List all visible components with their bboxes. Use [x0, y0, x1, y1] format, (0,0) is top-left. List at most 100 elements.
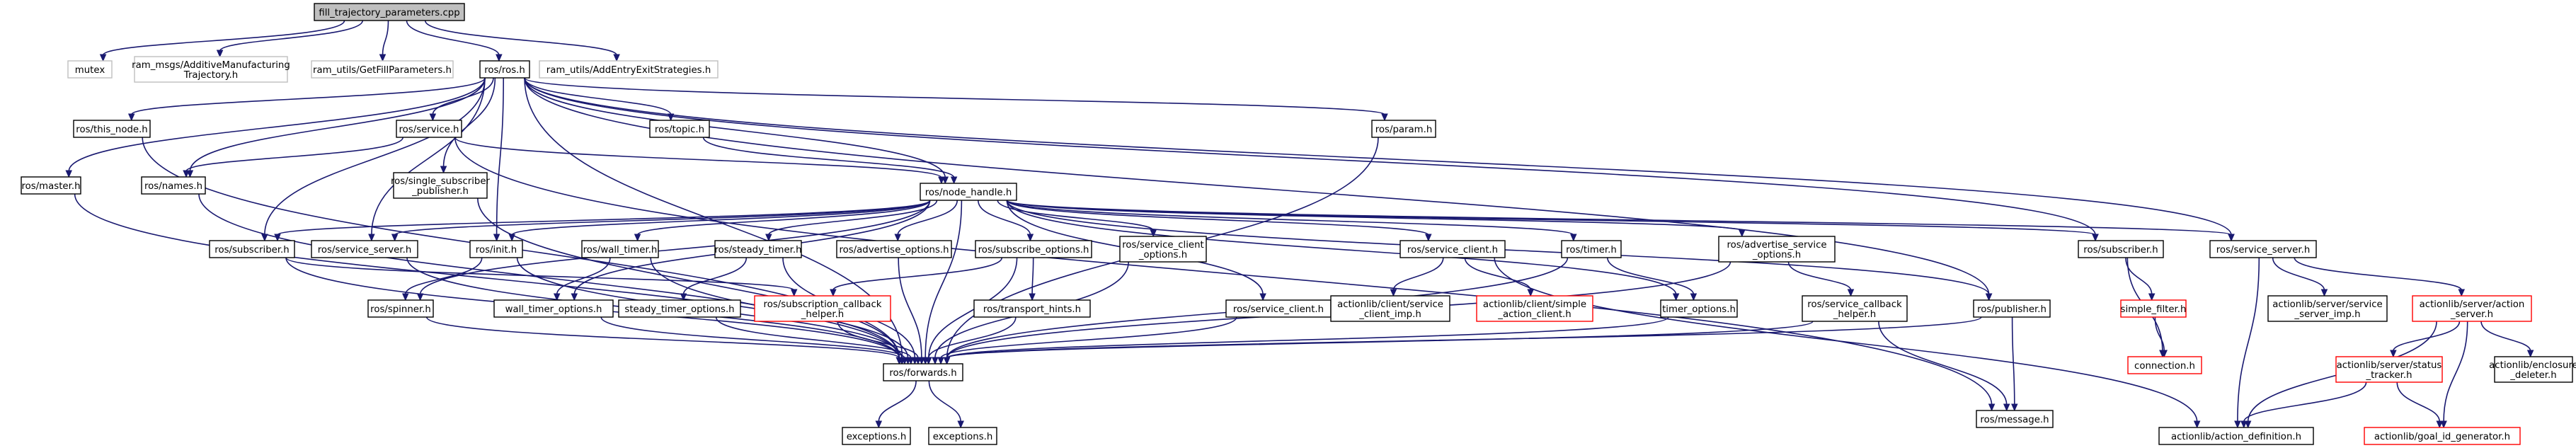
node-ram-utils-getfill[interactable]: ram_utils/GetFillParameters.h [311, 60, 454, 79]
edge-ros_node_handle-to-ros_forwards [925, 200, 963, 359]
edge-arrowhead [1690, 293, 1698, 301]
edge-ros_ros-to-ros_topic [524, 77, 672, 115]
edge-simple_filter-to-connection [2154, 316, 2165, 352]
edge-ros_subscription_callback_helper-to-ros_forwards [837, 321, 919, 359]
node-ros-publisher[interactable]: ros/publisher.h [1973, 299, 2051, 318]
edge-fill_trajectory_parameters_cpp-to-ram_utils_getfill [382, 20, 389, 56]
node-box [1399, 240, 1506, 258]
node-ros-transport-hints[interactable]: ros/transport_hints.h [973, 299, 1091, 318]
node-label: ram_msgs/AdditiveManufacturing [132, 60, 290, 71]
node-ros-service-client2[interactable]: ros/service_client.h [1399, 240, 1506, 258]
node-box [1561, 240, 1622, 258]
edge-ros_service-to-ros_node_handle [454, 137, 942, 178]
edge-arrowhead [401, 293, 409, 301]
node-ros-param[interactable]: ros/param.h [1371, 120, 1436, 138]
node-simple-filter[interactable]: simple_filter.h [2120, 299, 2187, 318]
node-ram-msgs-amt[interactable]: ram_msgs/AdditiveManufacturingTrajectory… [132, 56, 290, 83]
node-ros-advertise-options[interactable]: ros/advertise_options.h [836, 240, 952, 258]
node-label: ros/ros.h [484, 65, 525, 76]
node-label: ros/service_server.h [318, 245, 412, 255]
edge-arrowhead [2320, 289, 2328, 297]
edge-ros_node_handle-to-ros_service_server2 [1006, 200, 2232, 236]
edge-arrowhead [1381, 113, 1388, 122]
node-ros-service-server2[interactable]: ros/service_server.h [2209, 240, 2317, 258]
edge-arrowhead [938, 176, 945, 185]
node-ros-service-client-options[interactable]: ros/service_client_options.h [1119, 236, 1207, 263]
node-box [581, 240, 659, 258]
node-wall-timer-options[interactable]: wall_timer_options.h [493, 299, 614, 318]
node-ros-init[interactable]: ros/init.h [469, 240, 523, 258]
node-ros-timer[interactable]: ros/timer.h [1561, 240, 1622, 258]
edge-actionlib_server_action_server-to-actionlib_goal_id_generator [2443, 321, 2468, 423]
node-timer-options[interactable]: timer_options.h [1660, 299, 1738, 318]
edge-ros_node_handle-to-ros_advertise_options [897, 200, 958, 236]
node-ros-advertise-service-options[interactable]: ros/advertise_service_options.h [1718, 236, 1836, 263]
node-box [754, 295, 891, 322]
node-mutex[interactable]: mutex [67, 60, 113, 79]
node-ros-service-client[interactable]: ros/service_client.h [1225, 299, 1332, 318]
node-ros-ros[interactable]: ros/ros.h [479, 60, 530, 79]
node-ros-steady-timer[interactable]: ros/steady_timer.h [714, 240, 802, 258]
node-box [2127, 356, 2202, 374]
node-actionlib-server-action-server[interactable]: actionlib/server/action_server.h [2412, 295, 2532, 322]
edge-ros_ros-to-ros_node_handle [524, 77, 946, 178]
node-actionlib-enclosure-deleter[interactable]: actionlib/enclosure_deleter.h [2489, 356, 2576, 383]
node-box [975, 240, 1092, 258]
node-ros-subscription-callback-helper[interactable]: ros/subscription_callback_helper.h [754, 295, 891, 322]
node-ros-service-callback-helper[interactable]: ros/service_callback_helper.h [1802, 295, 1908, 322]
edge-arrowhead [1672, 293, 1680, 301]
node-label: _server_imp.h [2294, 309, 2360, 320]
edge-arrowhead [571, 293, 578, 301]
edge-steady_timer_options-to-ros_forwards [715, 316, 912, 359]
node-ros-names[interactable]: ros/names.h [141, 176, 206, 195]
node-box [928, 427, 997, 445]
node-exceptions1[interactable]: exceptions.h [842, 427, 911, 445]
node-ros-subscriber[interactable]: ros/subscriber.h [209, 240, 295, 258]
node-fill-trajectory-parameters-cpp[interactable]: fill_trajectory_parameters.cpp [314, 3, 465, 21]
node-ros-spinner[interactable]: ros/spinner.h [367, 299, 434, 318]
node-label: ros/steady_timer.h [714, 245, 801, 255]
node-ros-subscribe-options[interactable]: ros/subscribe_options.h [975, 240, 1092, 258]
node-connection[interactable]: connection.h [2127, 356, 2202, 374]
node-actionlib-client-simple-action-client[interactable]: actionlib/client/simple_action_client.h [1476, 295, 1593, 322]
node-label: ros/subscriber.h [2083, 245, 2158, 255]
node-ros-master[interactable]: ros/master.h [21, 176, 81, 195]
node-label: simple_filter.h [2121, 304, 2187, 315]
node-ros-subscriber2[interactable]: ros/subscriber.h [2078, 240, 2164, 258]
edge-arrowhead [2011, 403, 2018, 412]
node-ros-node-handle[interactable]: ros/node_handle.h [920, 183, 1017, 201]
edge-ros_advertise_options-to-ros_forwards [898, 257, 922, 359]
node-ros-this-node[interactable]: ros/this_node.h [73, 120, 151, 138]
node-ram-utils-addentry[interactable]: ram_utils/AddEntryExitStrategies.h [539, 60, 719, 79]
edge-ros_publisher-to-ros_message [2011, 316, 2015, 406]
edge-ros_wall_timer-to-wall_timer_options [556, 257, 611, 295]
node-actionlib-server-status-tracker[interactable]: actionlib/server/status_tracker.h [2335, 356, 2443, 383]
node-actionlib-goal-id-generator[interactable]: actionlib/goal_id_generator.h [2364, 427, 2521, 445]
dependency-edges [65, 20, 2534, 429]
edge-arrowhead [894, 234, 902, 242]
edge-ros_advertise_service_options-to-ros_service_callback_helper [1787, 261, 1852, 291]
node-actionlib-server-service-server-imp[interactable]: actionlib/server/service_server_imp.h [2267, 295, 2388, 322]
node-ros-forwards[interactable]: ros/forwards.h [883, 363, 963, 381]
node-label: _client_imp.h [1358, 309, 1421, 320]
node-steady-timer-options[interactable]: steady_timer_options.h [618, 299, 741, 318]
node-ros-wall-timer[interactable]: ros/wall_timer.h [581, 240, 659, 258]
node-ros-message[interactable]: ros/message.h [1976, 410, 2054, 428]
node-ros-service[interactable]: ros/service.h [396, 120, 462, 138]
edge-arrowhead [830, 289, 837, 297]
node-actionlib-client-service-client-imp[interactable]: actionlib/client/service_client_imp.h [1330, 295, 1450, 322]
edge-ros_steady_timer-to-steady_timer_options [682, 257, 748, 295]
edge-ros_ros-to-ros_init [496, 77, 504, 236]
node-label: exceptions.h [847, 432, 907, 442]
edge-ros_service_callback_helper-to-ros_message [1878, 321, 2008, 406]
edge-arrowhead [2234, 420, 2241, 429]
node-actionlib-action-definition[interactable]: actionlib/action_definition.h [2158, 427, 2314, 445]
edge-ros_service-to-ros_names [185, 137, 403, 172]
node-ros-single-sub-pub[interactable]: ros/single_subscriber_publisher.h [391, 172, 491, 199]
edge-ros_node_handle-to-ros_wall_timer [636, 200, 931, 236]
node-ros-topic[interactable]: ros/topic.h [649, 120, 710, 138]
edge-arrowhead [908, 357, 915, 365]
node-exceptions2[interactable]: exceptions.h [928, 427, 997, 445]
node-ros-service-server[interactable]: ros/service_server.h [311, 240, 418, 258]
node-box [1330, 295, 1450, 322]
